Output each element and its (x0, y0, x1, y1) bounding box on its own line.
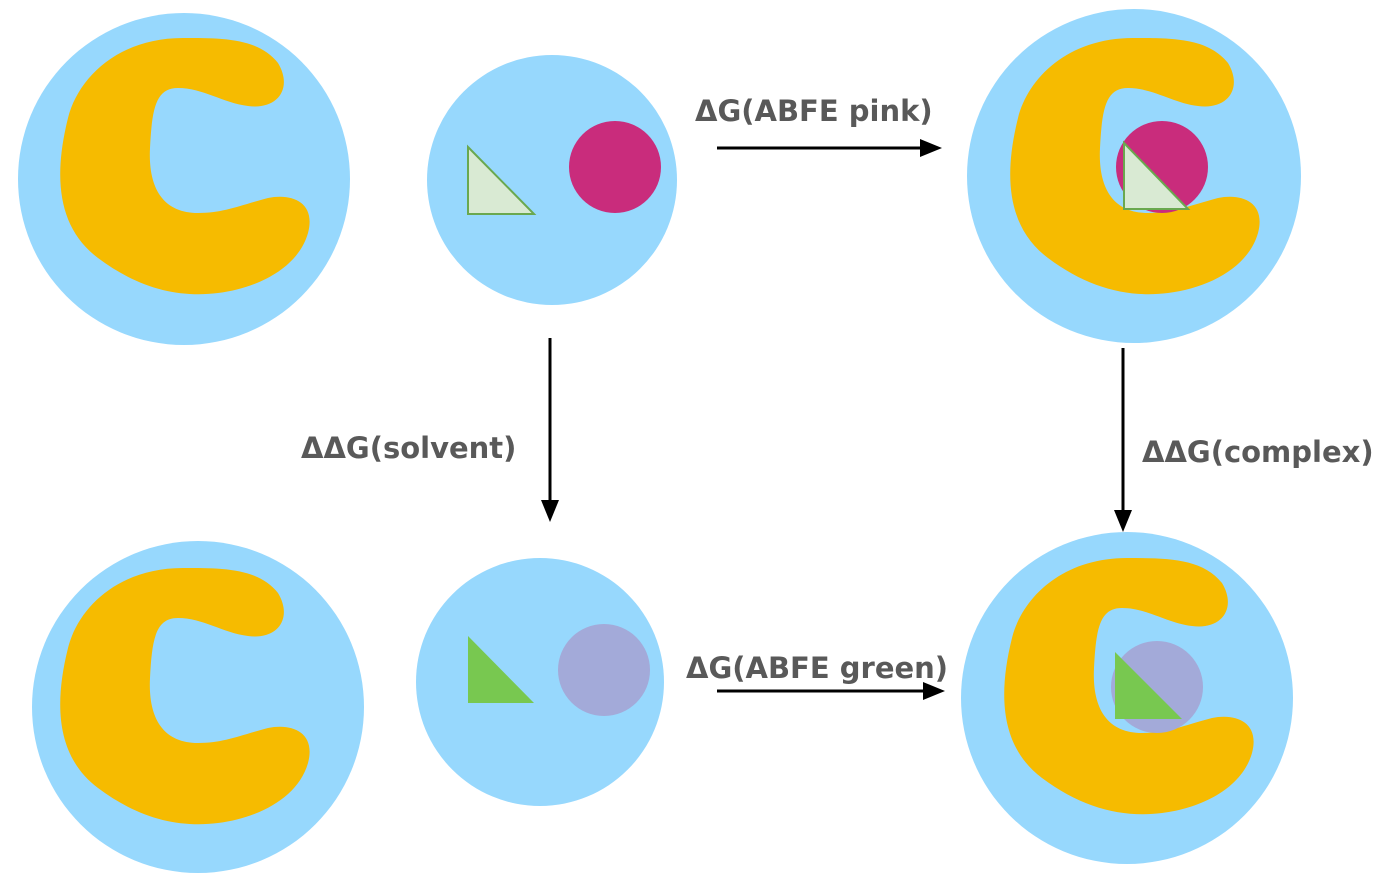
pink-ligand-dummy-circle (558, 624, 650, 716)
label-abfe-green: ΔG(ABFE green) (686, 651, 948, 685)
green-ligand-triangle (468, 636, 534, 703)
green-ligand-dummy-triangle (467, 144, 537, 215)
arrow-abfe-green (717, 682, 945, 700)
pink-ligand-circle (569, 121, 661, 213)
solvent-sphere (416, 558, 664, 806)
label-abfe-pink: ΔG(ABFE pink) (695, 94, 933, 128)
apo-protein-solvent-bottom (32, 541, 364, 873)
ligands-solvent-bottom (416, 558, 664, 806)
solvent-sphere (427, 55, 677, 305)
label-ddg-solvent: ΔΔG(solvent) (301, 431, 516, 465)
arrow-ddg-solvent (541, 338, 559, 522)
apo-protein-solvent-top (18, 13, 350, 345)
green-ligand-dummy-triangle (1123, 140, 1191, 210)
complex-pink-top (967, 9, 1301, 343)
arrow-abfe-pink (717, 139, 942, 157)
arrow-ddg-complex (1114, 348, 1132, 532)
complex-green-bottom (961, 532, 1293, 864)
green-ligand-triangle (1115, 652, 1182, 719)
label-ddg-complex: ΔΔG(complex) (1142, 435, 1374, 469)
ligands-solvent-top (427, 55, 677, 305)
